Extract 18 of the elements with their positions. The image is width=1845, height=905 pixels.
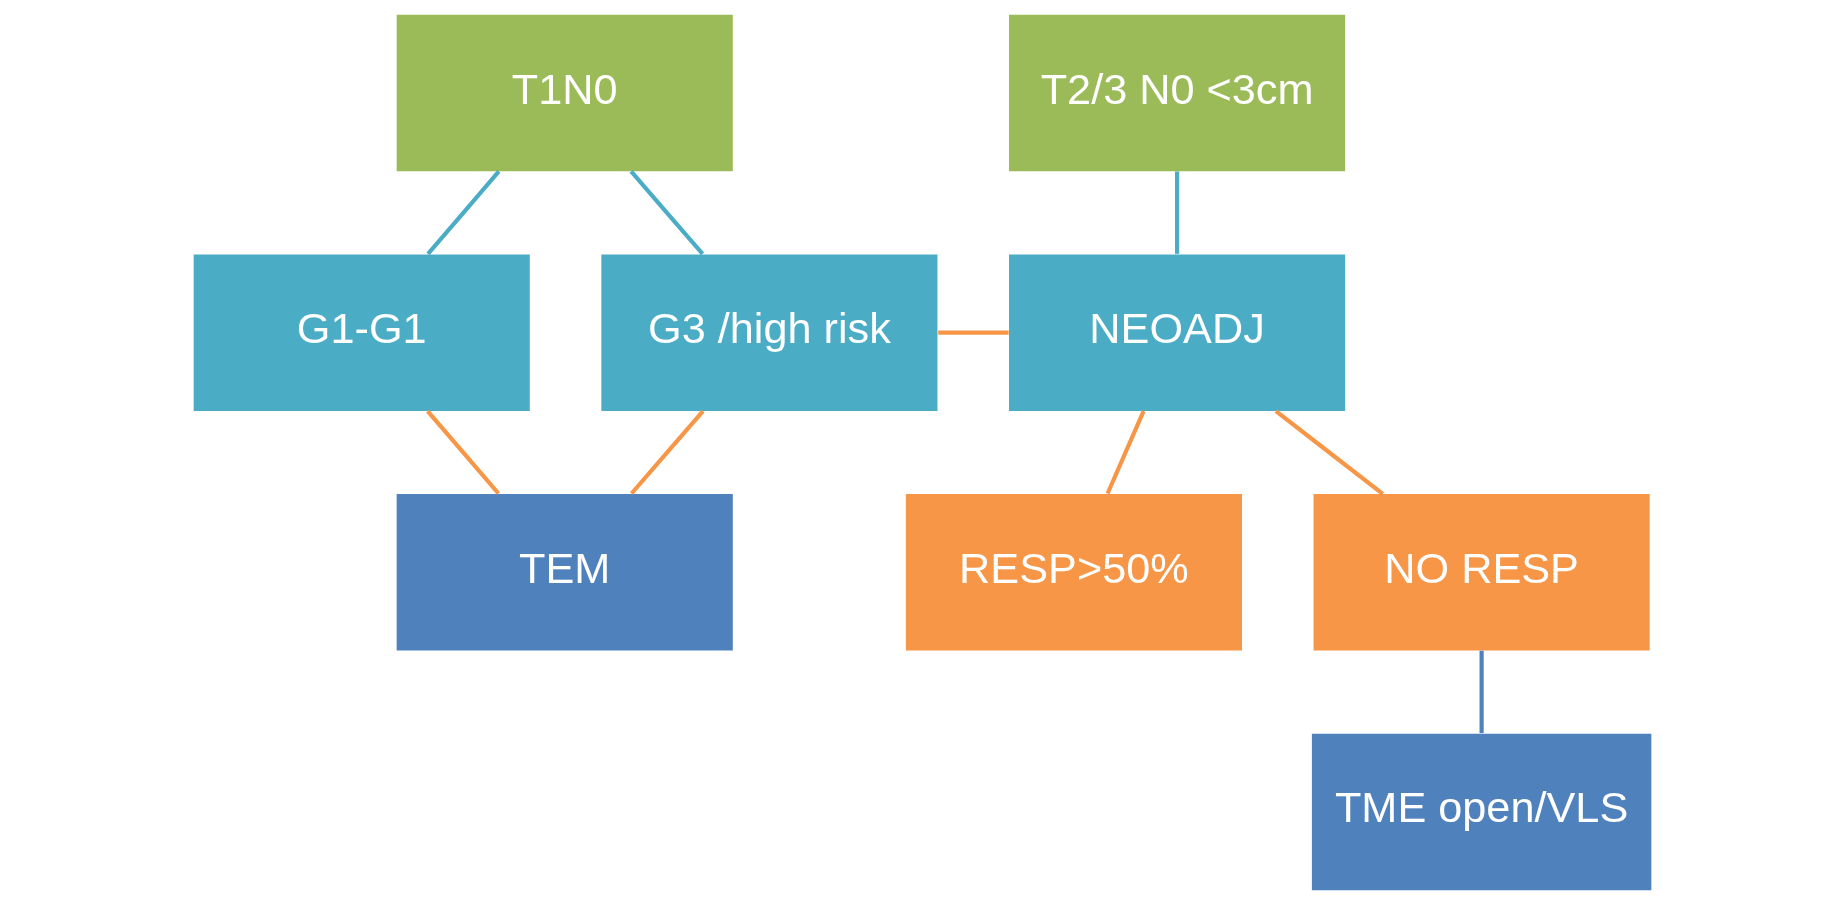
node-box: NEOADJ [1009,254,1346,411]
connector [1479,650,1484,734]
node-box: TME open/VLS [1311,733,1652,891]
connector [629,170,705,256]
node-box: G3 /high risk [601,254,938,411]
connector [1175,171,1180,254]
node-box: T2/3 N0 <3cm [1009,14,1346,172]
connector [426,409,501,495]
connector [1274,409,1384,496]
node-box: RESP>50% [905,494,1242,651]
node-box: TEM [396,494,733,651]
node-box: T1N0 [396,14,733,172]
connector [938,330,1009,335]
connector [630,409,705,495]
node-box: G1-G1 [193,254,530,411]
connector [1105,410,1146,495]
connector [426,170,501,256]
node-box: NO RESP [1313,494,1650,651]
